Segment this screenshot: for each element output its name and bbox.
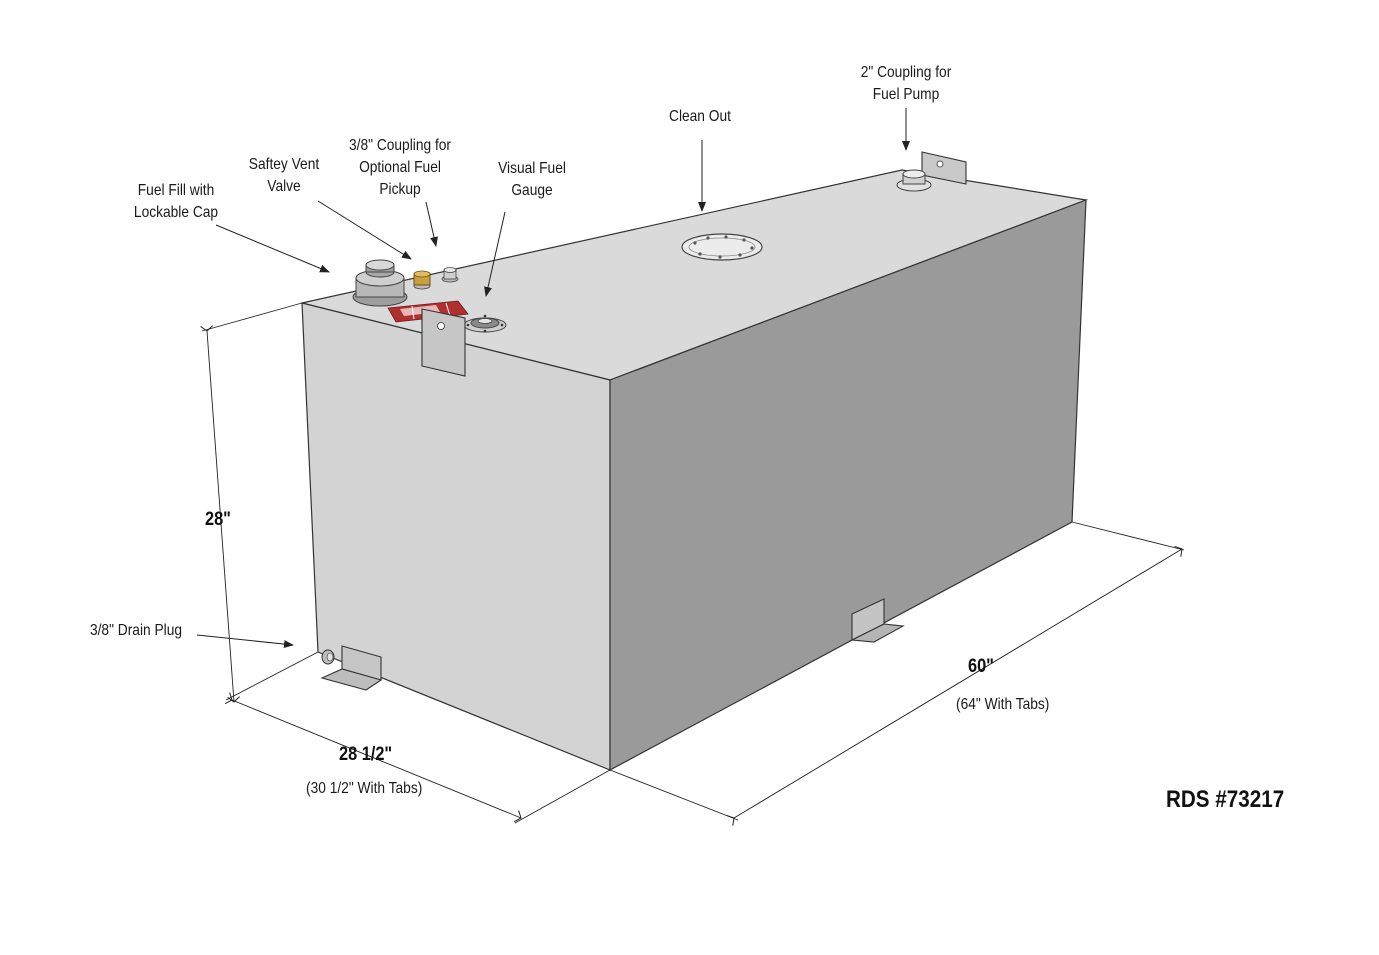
label-clean-out: Clean Out — [669, 108, 731, 125]
label-fuel-fill: Fuel Fill with Lockable Cap — [133, 182, 219, 221]
callout-arrows — [196, 108, 910, 649]
label-safety-vent-valve: Saftey Vent Valve — [248, 156, 320, 195]
label-drain-plug: 3/8" Drain Plug — [89, 622, 183, 639]
bottom-front-mounting-tab — [320, 645, 383, 691]
clean-out-plate — [681, 233, 763, 261]
dimension-length: 60" — [968, 656, 994, 677]
safety-vent-valve — [413, 270, 431, 290]
optional-pickup-coupling — [441, 267, 459, 283]
arrow-optional-pickup — [425, 201, 438, 247]
arrow-drain-plug — [196, 634, 294, 649]
rear-mounting-tab — [921, 151, 967, 185]
tank-body — [301, 169, 1089, 772]
fuel-pump-coupling — [896, 169, 932, 192]
dimension-length-with-tabs: (64" With Tabs) — [956, 696, 1050, 713]
width-dimension-line — [224, 692, 522, 823]
label-visual-fuel-gauge: Visual Fuel Gauge — [498, 160, 566, 199]
fuel-fill-cap — [352, 259, 408, 307]
visual-fuel-gauge — [463, 314, 507, 333]
height-dimension-line — [200, 325, 240, 703]
arrow-fuel-gauge — [484, 211, 506, 297]
dimension-lines — [200, 302, 1185, 826]
arrow-vent-valve — [317, 200, 412, 260]
length-dimension-line — [726, 545, 1183, 826]
dimension-height: 28" — [205, 509, 231, 530]
arrow-fuel-fill — [215, 224, 330, 273]
drain-plug — [321, 649, 335, 665]
front-top-mounting-tab — [421, 308, 466, 377]
label-fuel-pump-coupling: 2" Coupling for Fuel Pump — [860, 64, 952, 103]
dimension-width-with-tabs: (30 1/2" With Tabs) — [306, 780, 423, 797]
label-optional-pickup-coupling: 3/8" Coupling for Optional Fuel Pickup — [348, 137, 452, 198]
dimension-width: 28 1/2" — [339, 744, 393, 765]
model-number: RDS #73217 — [1166, 786, 1285, 813]
